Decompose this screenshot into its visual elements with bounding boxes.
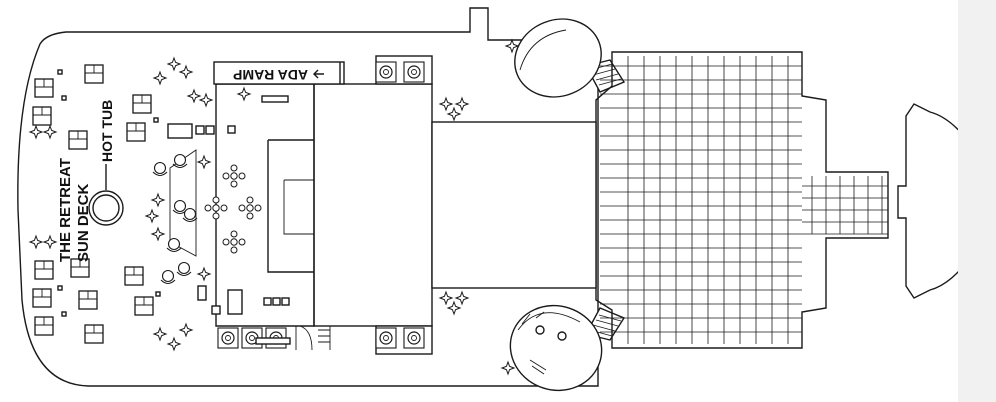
inner-room <box>169 61 345 327</box>
area-name-label: THE RETREAT <box>57 158 74 262</box>
barrels-bottom <box>217 325 425 351</box>
aft-grid <box>595 51 889 349</box>
pool-block <box>313 55 597 355</box>
page-edge-rail <box>958 0 996 402</box>
table-clusters <box>204 164 262 254</box>
ada-ramp-label: ADA RAMP <box>233 67 308 83</box>
area-subname-label: SUN DECK <box>75 183 92 262</box>
small-fixtures <box>167 95 291 345</box>
ada-ramp-arrow <box>313 62 341 84</box>
tender-bottom <box>509 304 603 392</box>
lounge-seats <box>152 153 198 285</box>
deck-posts <box>57 69 161 317</box>
hot-tub <box>88 164 124 226</box>
tender-top <box>514 18 602 98</box>
hull-outline <box>17 7 599 387</box>
hot-tub-label: HOT TUB <box>99 100 115 162</box>
